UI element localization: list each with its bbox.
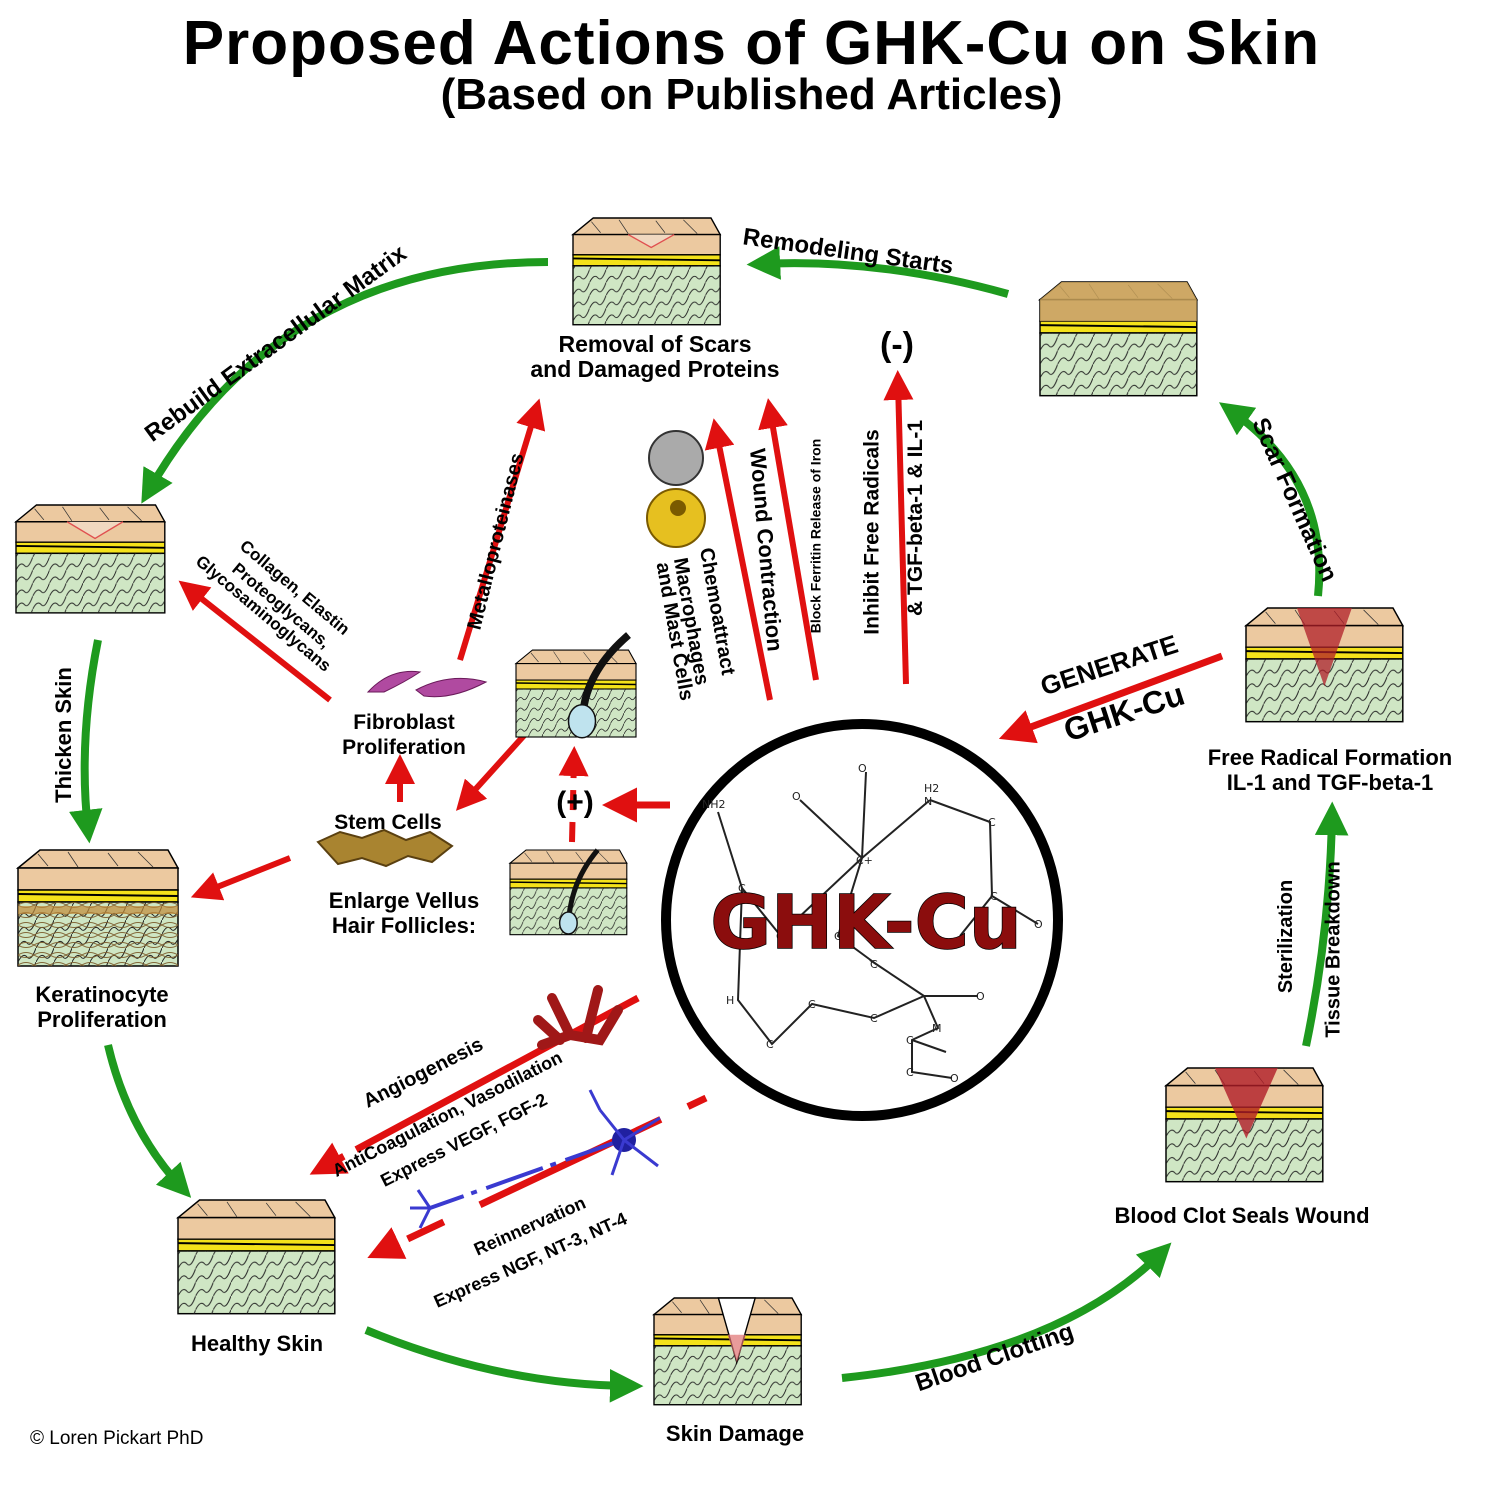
- skin-hair-large: [515, 632, 637, 739]
- label-fibroblast: Fibroblast Proliferation: [342, 711, 466, 759]
- skin-removal: [572, 217, 722, 326]
- svg-text:H: H: [726, 994, 734, 1007]
- label-plus: (+): [556, 786, 594, 819]
- label-minus: (-): [880, 326, 914, 364]
- arrow-blood-clotting: [841, 1242, 1172, 1382]
- neuron-illustration: [410, 1089, 661, 1229]
- arrow-healthy-to-damage: [364, 1326, 644, 1403]
- stem-cells-chain: [316, 828, 454, 868]
- macrophage-cells: [646, 430, 706, 548]
- label-skin-damage: Skin Damage: [665, 1421, 805, 1446]
- svg-text:N: N: [924, 795, 932, 808]
- label-healthy-skin: Healthy Skin: [190, 1331, 324, 1356]
- skin-damage: [653, 1297, 803, 1406]
- label-keratinocyte: Keratinocyte Proliferation: [35, 982, 169, 1032]
- arrow-chemoattract: [704, 418, 773, 701]
- skin-keratinocyte: [17, 849, 179, 967]
- label-blood-clot: Blood Clot Seals Wound: [1114, 1203, 1370, 1228]
- label-sterilization: Sterilization: [1275, 879, 1298, 994]
- arrow-keratinocyte-to-healthy: [104, 1044, 192, 1198]
- skin-free-radical: [1245, 607, 1404, 723]
- arrow-thicken: [69, 639, 103, 844]
- label-inhibit: Inhibit Free Radicals: [860, 429, 884, 635]
- svg-text:C: C: [990, 890, 998, 903]
- center-label: GHK-Cu: [710, 880, 1021, 966]
- svg-text:O: O: [950, 1072, 959, 1085]
- svg-text:H2: H2: [924, 782, 939, 795]
- blood-vessel-illustration: [533, 985, 623, 1050]
- svg-text:C: C: [766, 1038, 774, 1051]
- svg-text:O: O: [858, 762, 867, 775]
- arrow-rebuild: [141, 258, 549, 504]
- arrow-stem-to-keratinocyte: [190, 855, 292, 901]
- label-tissue-breakdown: Tissue Breakdown: [1322, 861, 1345, 1038]
- svg-text:C+: C+: [856, 854, 873, 867]
- svg-text:M: M: [932, 1022, 942, 1035]
- page-title: Proposed Actions of GHK-Cu on Skin: [182, 9, 1321, 78]
- label-stem-cells: Stem Cells: [334, 811, 442, 834]
- svg-text:C: C: [906, 1066, 914, 1079]
- svg-text:O: O: [792, 790, 801, 803]
- fibroblast-cells: [366, 670, 488, 698]
- arrow-metalloproteinases: [457, 398, 546, 661]
- svg-text:C: C: [906, 1034, 914, 1047]
- skin-scar: [1039, 281, 1198, 397]
- svg-text:O: O: [1034, 918, 1043, 931]
- svg-text:C: C: [738, 882, 746, 895]
- arrow-sterilization: [1302, 801, 1349, 1047]
- page-subtitle: (Based on Published Articles): [440, 70, 1063, 119]
- skin-healthy: [177, 1199, 336, 1315]
- svg-text:C: C: [808, 998, 816, 1011]
- svg-text:C: C: [870, 1012, 878, 1025]
- arrow-collagen: [178, 580, 332, 703]
- skin-rebuild: [15, 504, 166, 614]
- arrow-scar: [1218, 402, 1324, 597]
- arrow-generate: [998, 652, 1224, 744]
- arrow-remodeling: [746, 246, 1010, 298]
- svg-text:NH2: NH2: [702, 798, 726, 811]
- skin-hair-small: [509, 848, 628, 936]
- copyright: © Loren Pickart PhD: [30, 1428, 204, 1449]
- svg-text:C: C: [988, 816, 996, 829]
- label-tgf: & TGF-beta-1 & IL-1: [904, 419, 928, 617]
- svg-text:C: C: [776, 930, 784, 943]
- label-free-radical: Free Radical Formation IL-1 and TGF-beta…: [1207, 745, 1453, 795]
- label-thicken-skin: Thicken Skin: [50, 667, 76, 803]
- label-block-ferritin: Block Ferritin Release of Iron: [807, 438, 824, 634]
- svg-text:C: C: [834, 930, 842, 943]
- svg-text:O: O: [976, 990, 985, 1003]
- arrow-vellus-enlarge: [558, 746, 589, 843]
- arrow-wound-contraction: [758, 398, 819, 681]
- svg-text:C: C: [870, 958, 878, 971]
- skin-blood-clot: [1165, 1067, 1324, 1183]
- arrow-inhibit: [883, 370, 914, 685]
- label-vellus: Enlarge Vellus Hair Follicles:: [328, 888, 480, 938]
- label-removal: Removal of Scars and Damaged Proteins: [530, 331, 780, 382]
- cycle-arrows: [69, 246, 1349, 1403]
